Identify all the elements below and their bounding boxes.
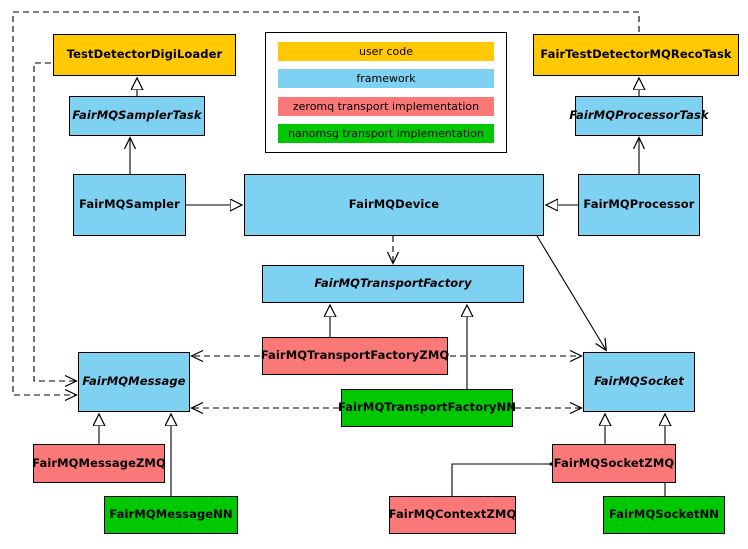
class-box-fairmqprocessortask[interactable]: FairMQProcessorTask xyxy=(569,96,709,136)
legend-box: user code framework zeromq transport imp… xyxy=(265,32,507,153)
class-box-fairmqsamplertask[interactable]: FairMQSamplerTask xyxy=(69,96,205,136)
class-box-fairmqsocket[interactable]: FairMQSocket xyxy=(583,352,695,412)
class-box-fairmqtransportfactorynn[interactable]: FairMQTransportFactoryNN xyxy=(338,389,516,427)
class-box-fairtestdetectormqrecotask[interactable]: FairTestDetectorMQRecoTask xyxy=(533,34,739,76)
edge-contextzmq-to-socketzmq xyxy=(451,464,550,496)
class-box-fairmqcontextzmq[interactable]: FairMQContextZMQ xyxy=(389,496,516,534)
class-box-fairmqtransportfactory[interactable]: FairMQTransportFactory xyxy=(262,265,524,303)
class-box-fairmqsampler[interactable]: FairMQSampler xyxy=(73,174,186,236)
edge-device-to-socket xyxy=(536,235,606,350)
class-box-fairmqsocketzmq[interactable]: FairMQSocketZMQ xyxy=(552,444,676,483)
class-box-fairmqdevice[interactable]: FairMQDevice xyxy=(244,174,544,236)
class-box-fairmqsocketnn[interactable]: FairMQSocketNN xyxy=(603,496,725,534)
legend-item-zeromq: zeromq transport implementation xyxy=(278,96,494,116)
class-box-fairmqprocessor[interactable]: FairMQProcessor xyxy=(578,174,700,236)
legend-item-user-code: user code xyxy=(278,42,494,61)
class-box-fairmqtransportfactoryzmq[interactable]: FairMQTransportFactoryZMQ xyxy=(261,337,449,375)
class-box-fairmqmessagenn[interactable]: FairMQMessageNN xyxy=(104,496,238,534)
class-box-testdetectordigiloader[interactable]: TestDetectorDigiLoader xyxy=(53,34,236,76)
class-box-fairmqmessage[interactable]: FairMQMessage xyxy=(78,352,190,412)
legend-item-framework: framework xyxy=(278,69,494,89)
legend-item-nanomsg: nanomsg transport implementation xyxy=(278,123,494,143)
class-box-fairmqmessagezmq[interactable]: FairMQMessageZMQ xyxy=(32,444,166,483)
